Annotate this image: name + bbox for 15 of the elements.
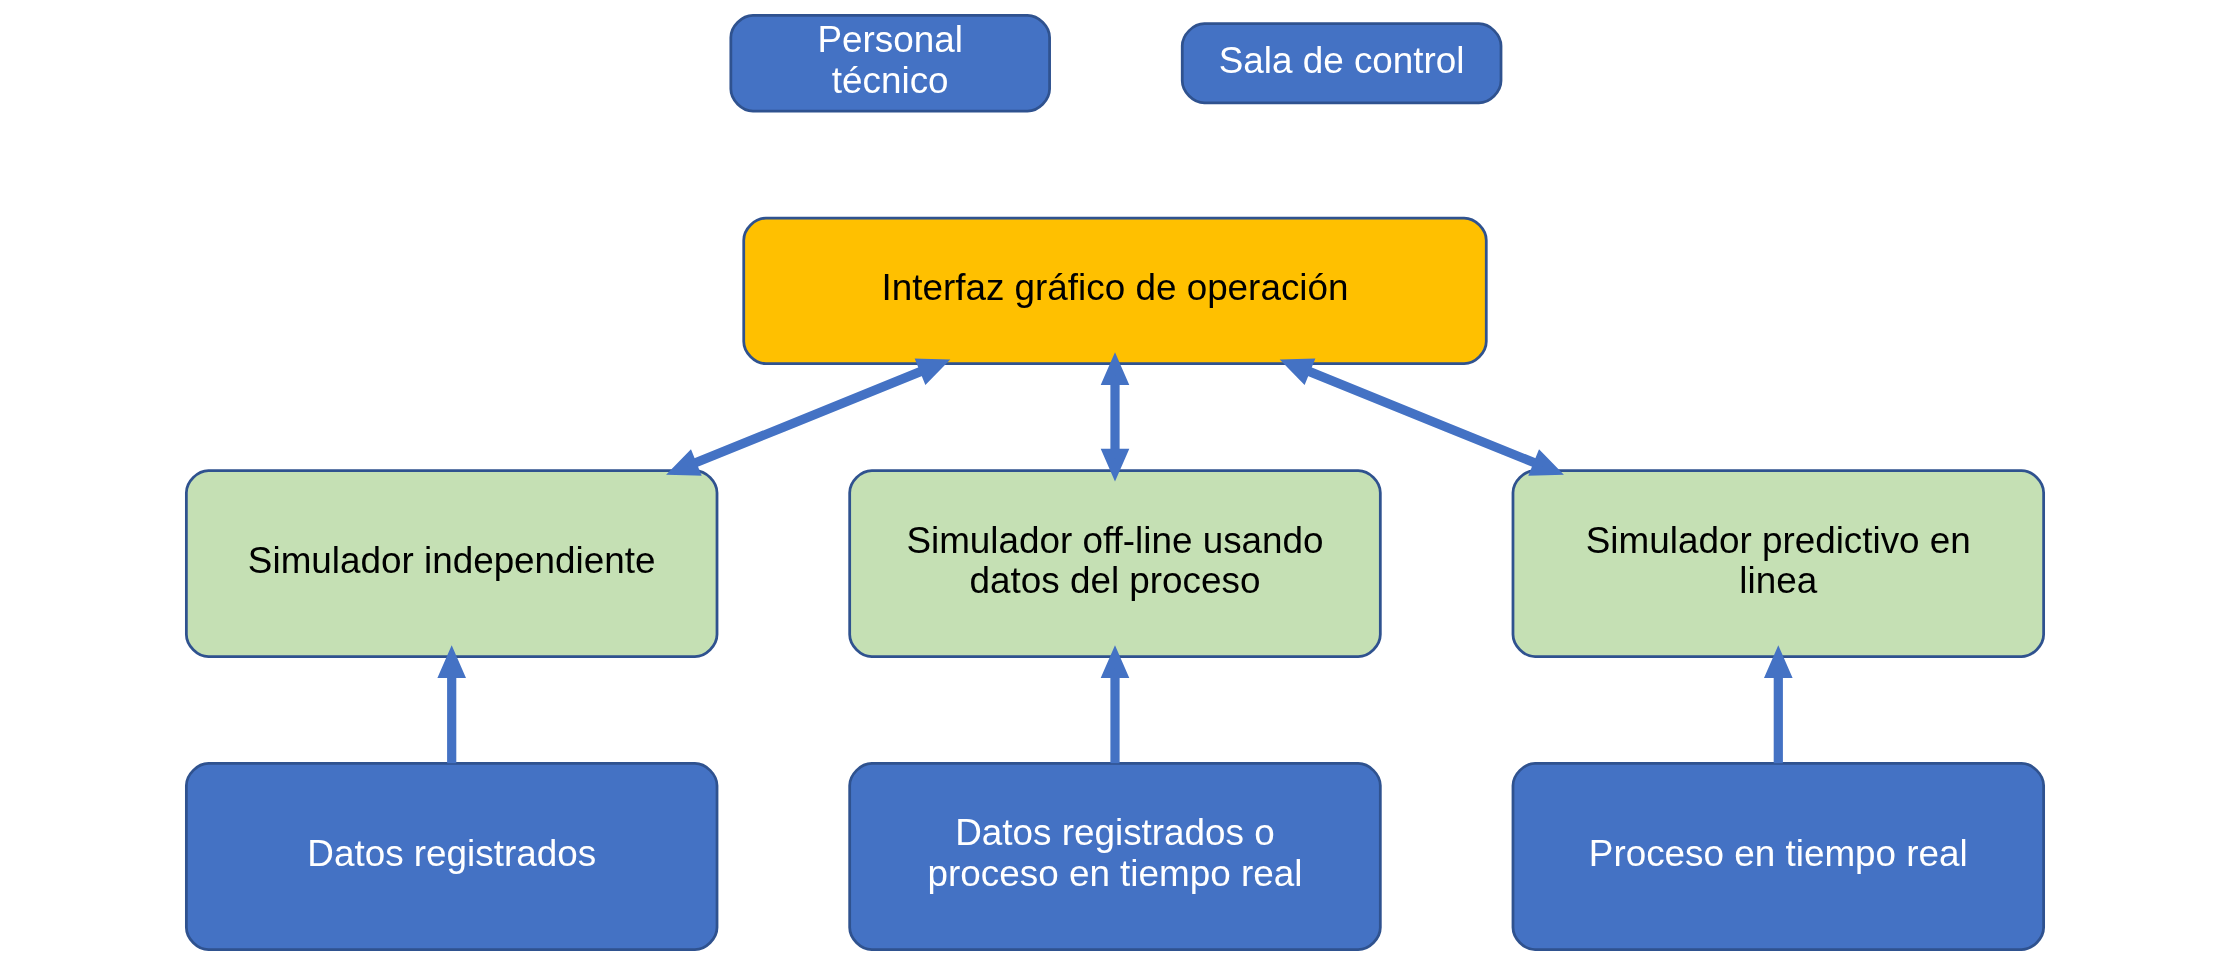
node-box: Personal técnico [728,14,1051,113]
node-box: Simulador off-line usando datos del proceso [847,469,1382,658]
arrow [665,358,950,476]
node-box: Datos registrados o proceso en tiempo real [847,762,1382,951]
node-box: Sala de control [1180,22,1502,105]
node-box: Interfaz gráfico de operación [741,216,1488,366]
arrow [1763,645,1793,764]
node-box: Datos registrados [184,762,718,951]
arrow [1100,352,1129,482]
node-box: Simulador predictivo en linea [1511,469,2045,658]
node-box: Proceso en tiempo real [1511,762,2045,951]
arrow [436,645,466,764]
node-box: Simulador independiente [184,469,718,658]
arrow [1279,358,1564,476]
arrow [1100,645,1129,764]
